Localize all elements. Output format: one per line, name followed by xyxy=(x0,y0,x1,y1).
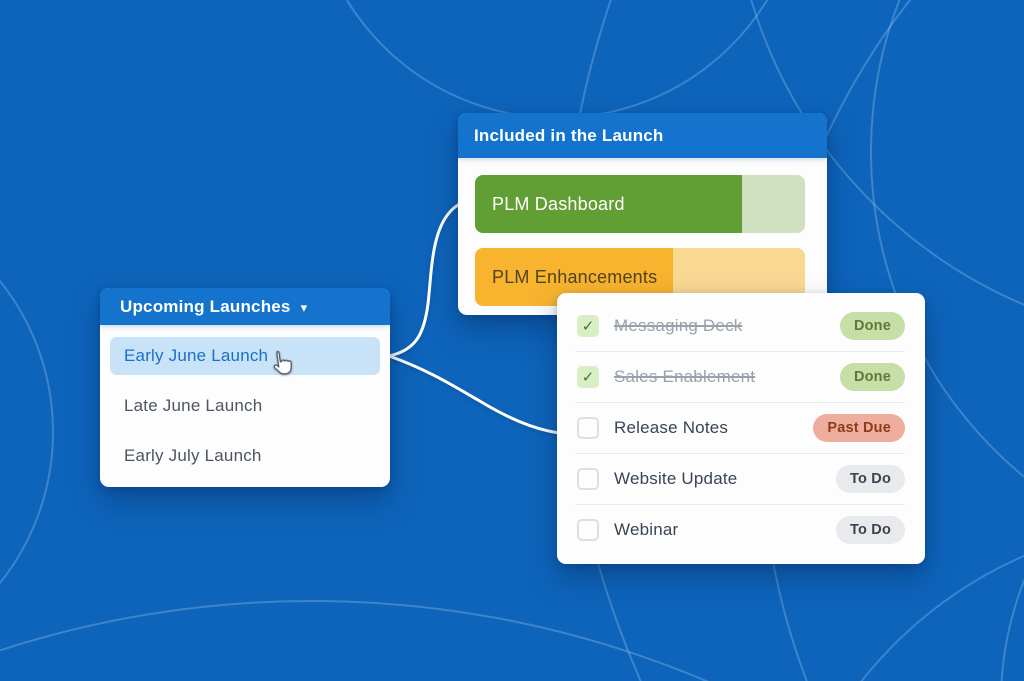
check-icon: ✓ xyxy=(581,318,595,335)
progress-bar-plm-dashboard[interactable]: PLM Dashboard xyxy=(475,175,805,233)
task-label: Webinar xyxy=(614,520,679,539)
launch-option-early-june[interactable]: Early June Launch xyxy=(110,337,380,375)
task-label: Messaging Deck xyxy=(614,316,743,335)
chevron-down-icon: ▾ xyxy=(300,300,308,315)
progress-bar-label: PLM Dashboard xyxy=(492,193,625,214)
status-badge: Past Due xyxy=(813,414,905,442)
task-label: Website Update xyxy=(614,469,738,488)
check-icon: ✓ xyxy=(581,369,595,386)
included-in-launch-header: Included in the Launch xyxy=(458,113,827,158)
included-in-launch-title: Included in the Launch xyxy=(474,125,664,145)
task-label: Sales Enablement xyxy=(614,367,756,386)
checkbox-checked[interactable]: ✓ xyxy=(577,315,599,337)
divider xyxy=(575,351,905,352)
checkbox-checked[interactable]: ✓ xyxy=(577,366,599,388)
task-checklist-card: ✓ Messaging Deck Done ✓ Sales Enablement… xyxy=(557,293,925,564)
task-row-sales-enablement[interactable]: ✓ Sales Enablement Done xyxy=(557,352,925,402)
upcoming-launches-title: Upcoming Launches xyxy=(120,296,291,316)
status-badge: To Do xyxy=(836,516,905,544)
launch-option-early-july[interactable]: Early July Launch xyxy=(124,446,262,465)
status-badge: To Do xyxy=(836,465,905,493)
task-row-release-notes[interactable]: Release Notes Past Due xyxy=(557,403,925,453)
launch-option-late-june[interactable]: Late June Launch xyxy=(124,396,263,415)
connector-to-included-card xyxy=(387,203,460,358)
task-label: Release Notes xyxy=(614,418,729,437)
checkbox-unchecked[interactable] xyxy=(577,417,599,439)
hand-pointer-cursor xyxy=(273,350,292,375)
checkbox-unchecked[interactable] xyxy=(577,519,599,541)
upcoming-launches-dropdown[interactable]: Upcoming Launches ▾ xyxy=(100,288,390,325)
launch-list: Early June Launch Late June Launch Early… xyxy=(100,325,390,481)
divider xyxy=(575,504,905,505)
status-badge: Done xyxy=(839,312,905,340)
progress-fill xyxy=(475,175,743,233)
included-in-launch-card: Included in the Launch PLM Dashboard PLM… xyxy=(458,113,827,315)
connector-to-tasks-card xyxy=(387,354,561,435)
checkbox-unchecked[interactable] xyxy=(577,468,599,490)
divider xyxy=(575,402,905,403)
upcoming-launches-card: Upcoming Launches ▾ Early June Launch La… xyxy=(100,288,390,487)
progress-bar-label: PLM Enhancements xyxy=(492,266,658,287)
progress-bar-list: PLM Dashboard PLM Enhancements xyxy=(458,158,827,306)
task-row-webinar[interactable]: Webinar To Do xyxy=(557,505,925,555)
divider xyxy=(575,453,905,454)
task-row-website-update[interactable]: Website Update To Do xyxy=(557,454,925,504)
task-row-messaging-deck[interactable]: ✓ Messaging Deck Done xyxy=(557,301,925,351)
status-badge: Done xyxy=(839,363,905,391)
